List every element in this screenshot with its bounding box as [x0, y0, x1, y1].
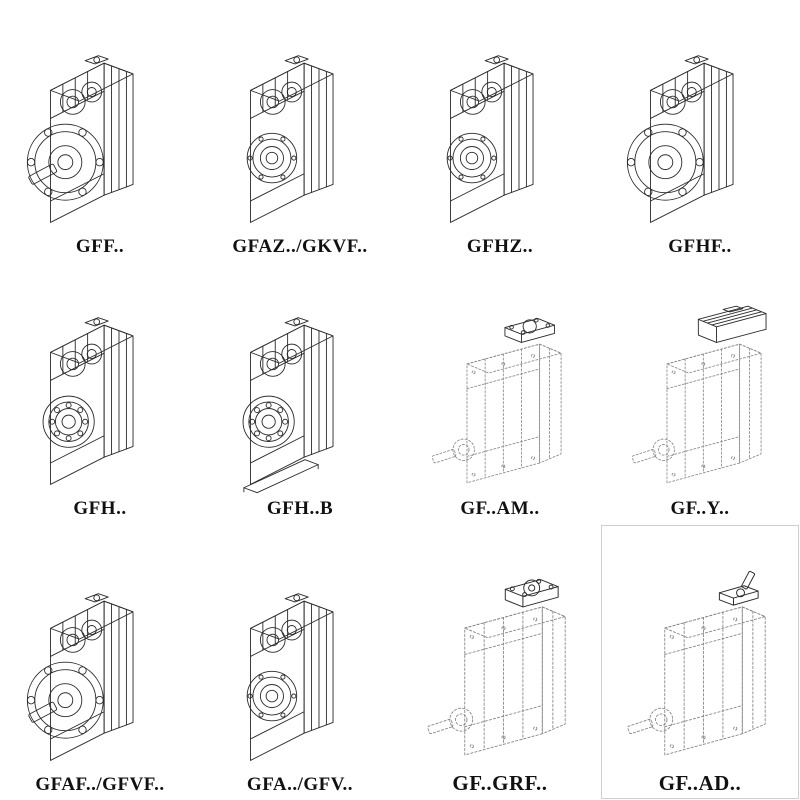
- model-label: GF..AD..: [658, 771, 742, 795]
- catalog-cell-gfh: GFH..: [0, 262, 200, 524]
- model-label: GFF..: [75, 236, 125, 257]
- model-label: GFA../GFV..: [246, 774, 354, 795]
- model-label: GFHF..: [668, 236, 732, 257]
- catalog-cell-gfh-b: GFH..B: [200, 262, 400, 524]
- gearbox-with-motor-drawing: [631, 305, 767, 484]
- gearbox-hollow-shaft-drawing: [246, 55, 334, 223]
- gearbox-bearing-drawing: [42, 317, 134, 485]
- catalog-cell-gfaz-gkvf: GFAZ../GKVF..: [200, 0, 400, 262]
- catalog-cell-gf-y: GF..Y..: [600, 262, 800, 524]
- gearbox-flange-shaft-drawing: [26, 55, 134, 223]
- gearbox-input-shaft-drawing: [626, 570, 766, 756]
- model-label: GFAZ../GKVF..: [232, 236, 368, 257]
- model-label: GF..Y..: [670, 498, 730, 519]
- catalog-cell-gf-ad: GF..AD..: [600, 524, 800, 800]
- catalog-cell-gfhf: GFHF..: [600, 0, 800, 262]
- gearbox-input-flange-drawing: [426, 578, 566, 756]
- gearbox-flange-drawing: [626, 55, 734, 223]
- model-label: GF..GRF..: [452, 771, 548, 795]
- gearbox-hollow-shaft-drawing: [446, 55, 534, 223]
- catalog-cell-gf-grf: GF..GRF..: [400, 524, 600, 800]
- catalog-cell-gf-am: GF..AM..: [400, 262, 600, 524]
- model-label: GFH..B: [266, 498, 334, 519]
- catalog-cell-gfa-gfv: GFA../GFV..: [200, 524, 400, 800]
- model-label: GF..AM..: [460, 498, 540, 519]
- gearbox-flange-shaft-drawing: [26, 593, 134, 761]
- gearbox-motor-adapter-drawing: [431, 317, 562, 484]
- catalog-cell-gff: GFF..: [0, 0, 200, 262]
- catalog-cell-gfhz: GFHZ..: [400, 0, 600, 262]
- model-label: GFHZ..: [466, 236, 534, 257]
- model-label: GFAF../GFVF..: [35, 774, 165, 795]
- catalog-cell-gfaf-gfvf: GFAF../GFVF..: [0, 524, 200, 800]
- gearbox-bearing-base-drawing: [242, 317, 334, 494]
- gearbox-hollow-shaft-drawing: [246, 593, 334, 761]
- model-label: GFH..: [73, 498, 127, 519]
